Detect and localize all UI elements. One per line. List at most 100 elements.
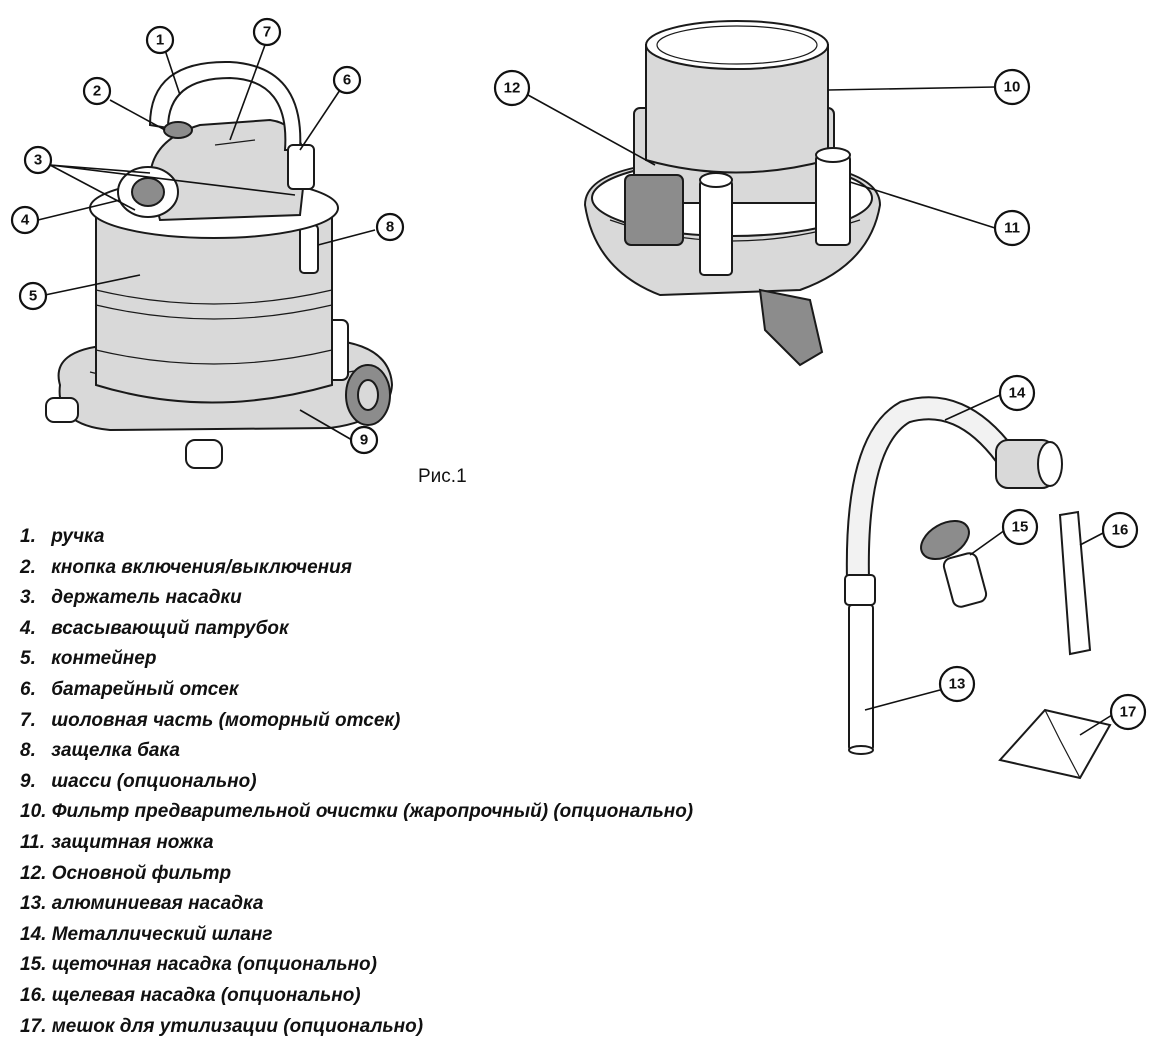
aluminium-nozzle bbox=[845, 575, 875, 605]
vacuum-cleaner-drawing bbox=[46, 62, 392, 468]
callout-9: 9 bbox=[351, 427, 377, 453]
power-button bbox=[164, 122, 192, 138]
legend-item: 11. защитная ножка bbox=[20, 828, 693, 859]
tank-latch bbox=[300, 225, 318, 273]
legend-text: алюминиевая насадка bbox=[52, 893, 264, 914]
legend-item: 13. алюминиевая насадка bbox=[20, 889, 693, 920]
legend-item: 6. батарейный отсек bbox=[20, 675, 693, 706]
svg-text:12: 12 bbox=[504, 80, 521, 97]
callout-4: 4 bbox=[12, 207, 38, 233]
legend-number: 3. bbox=[20, 583, 46, 614]
legend-text: щелевая насадка (опционально) bbox=[52, 985, 361, 1006]
callout-17: 17 bbox=[1111, 695, 1145, 729]
disposal-bag bbox=[1000, 710, 1110, 778]
legend-text: всасывающий патрубок bbox=[51, 618, 288, 639]
callout-10: 10 bbox=[995, 70, 1029, 104]
callout-12: 12 bbox=[495, 71, 529, 105]
legend-text: шасси (опционально) bbox=[51, 771, 256, 792]
container bbox=[96, 215, 332, 403]
svg-text:17: 17 bbox=[1120, 704, 1137, 721]
legend-number: 17. bbox=[20, 1012, 46, 1042]
legend-item: 9. шасси (опционально) bbox=[20, 767, 693, 798]
tube-right bbox=[816, 155, 850, 245]
callout-14: 14 bbox=[1000, 376, 1034, 410]
legend-number: 7. bbox=[20, 706, 46, 737]
legend-item: 17. мешок для утилизации (опционально) bbox=[20, 1012, 693, 1042]
legend-item: 2. кнопка включения/выключения bbox=[20, 553, 693, 584]
legend-item: 10. Фильтр предварительной очистки (жаро… bbox=[20, 797, 693, 828]
legend-number: 12. bbox=[20, 859, 46, 890]
svg-text:11: 11 bbox=[1004, 220, 1020, 237]
svg-text:4: 4 bbox=[21, 212, 30, 229]
svg-text:9: 9 bbox=[360, 432, 368, 449]
legend-text: защелка бака bbox=[51, 740, 180, 761]
legend-text: мешок для утилизации (опционально) bbox=[52, 1016, 423, 1037]
callout-11: 11 bbox=[995, 211, 1029, 245]
legend-item: 5. контейнер bbox=[20, 644, 693, 675]
caster-front bbox=[186, 440, 222, 468]
legend-number: 10. bbox=[20, 797, 46, 828]
svg-text:7: 7 bbox=[263, 24, 271, 41]
svg-text:8: 8 bbox=[386, 219, 394, 236]
tube-left bbox=[700, 180, 732, 275]
callout-7: 7 bbox=[254, 19, 280, 45]
svg-text:6: 6 bbox=[343, 72, 351, 89]
protective-foot bbox=[760, 290, 822, 365]
legend-number: 15. bbox=[20, 950, 46, 981]
legend-item: 7. шоловная часть (моторный отсек) bbox=[20, 706, 693, 737]
callout-2: 2 bbox=[84, 78, 110, 104]
legend-text: шоловная часть (моторный отсек) bbox=[51, 710, 400, 731]
legend-number: 16. bbox=[20, 981, 46, 1012]
callout-15: 15 bbox=[1003, 510, 1037, 544]
legend-text: защитная ножка bbox=[51, 832, 213, 853]
legend-text: Основной фильтр bbox=[52, 863, 231, 884]
legend-text: ручка bbox=[51, 526, 104, 547]
callout-6: 6 bbox=[334, 67, 360, 93]
legend-item: 14. Металлический шланг bbox=[20, 920, 693, 951]
svg-text:14: 14 bbox=[1009, 385, 1026, 402]
callout-1: 1 bbox=[147, 27, 173, 53]
legend-text: Металлический шланг bbox=[52, 924, 273, 945]
legend-number: 13. bbox=[20, 889, 46, 920]
brush-nozzle bbox=[914, 513, 987, 608]
legend-item: 15. щеточная насадка (опционально) bbox=[20, 950, 693, 981]
callout-8: 8 bbox=[377, 214, 403, 240]
caster-left bbox=[46, 398, 78, 422]
prefilter-top bbox=[646, 21, 828, 69]
figure-caption: Рис.1 bbox=[418, 466, 467, 488]
legend-number: 6. bbox=[20, 675, 46, 706]
legend-number: 9. bbox=[20, 767, 46, 798]
svg-text:2: 2 bbox=[93, 83, 101, 100]
svg-text:13: 13 bbox=[949, 676, 966, 693]
legend-number: 5. bbox=[20, 644, 46, 675]
legend-item: 3. держатель насадки bbox=[20, 583, 693, 614]
legend-text: щеточная насадка (опционально) bbox=[52, 954, 377, 975]
svg-text:15: 15 bbox=[1012, 519, 1029, 536]
callout-3: 3 bbox=[25, 147, 51, 173]
svg-text:3: 3 bbox=[34, 152, 42, 169]
legend-number: 8. bbox=[20, 736, 46, 767]
legend-number: 2. bbox=[20, 553, 46, 584]
filter-assembly-drawing bbox=[585, 21, 880, 365]
legend-number: 4. bbox=[20, 614, 46, 645]
legend-number: 1. bbox=[20, 522, 46, 553]
callout-5: 5 bbox=[20, 283, 46, 309]
legend-item: 4. всасывающий патрубок bbox=[20, 614, 693, 645]
svg-text:5: 5 bbox=[29, 288, 37, 305]
legend-text: держатель насадки bbox=[51, 587, 241, 608]
legend-item: 12. Основной фильтр bbox=[20, 859, 693, 890]
legend-number: 14. bbox=[20, 920, 46, 951]
svg-text:1: 1 bbox=[156, 32, 164, 49]
callout-16: 16 bbox=[1103, 513, 1137, 547]
legend-item: 1. ручка bbox=[20, 522, 693, 553]
crevice-nozzle bbox=[1060, 512, 1090, 654]
legend-text: батарейный отсек bbox=[51, 679, 238, 700]
svg-text:10: 10 bbox=[1004, 79, 1021, 96]
legend-text: Фильтр предварительной очистки (жаропроч… bbox=[52, 801, 693, 822]
callout-13: 13 bbox=[940, 667, 974, 701]
svg-text:16: 16 bbox=[1112, 522, 1129, 539]
legend-text: контейнер bbox=[51, 648, 156, 669]
legend-item: 8. защелка бака bbox=[20, 736, 693, 767]
legend-item: 16. щелевая насадка (опционально) bbox=[20, 981, 693, 1012]
accessories-drawing bbox=[845, 408, 1110, 778]
